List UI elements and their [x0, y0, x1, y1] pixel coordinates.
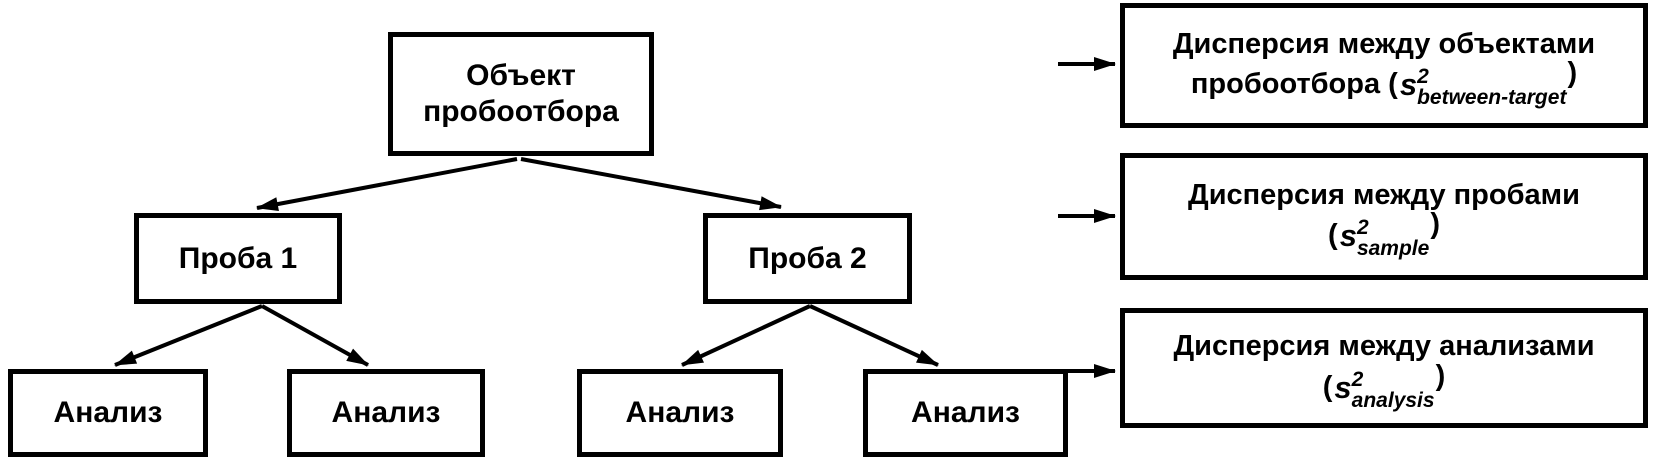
formula-superscript: 2 [1356, 216, 1369, 240]
analysis-box: Анализ [863, 369, 1068, 457]
formula-subscript: analysis [1351, 388, 1435, 412]
legend-between-target-text: Дисперсия между объектами [1172, 27, 1596, 60]
analysis-label: Анализ [911, 396, 1020, 429]
legend-box-between-target: Дисперсия между объектами пробоотбора (s… [1120, 3, 1648, 128]
analysis-box: Анализ [8, 369, 208, 457]
formula-superscript: 2 [1417, 65, 1429, 89]
formula-superscript: 2 [1351, 367, 1364, 391]
root-node-box: Объект пробоотбора [388, 32, 654, 156]
formula-subscript: between-target [1417, 86, 1567, 110]
arrow-sample1-to-analysis-1 [114, 304, 263, 367]
sample-2-box: Проба 2 [703, 213, 912, 304]
analysis-label: Анализ [625, 396, 735, 429]
legend-sample-text: Дисперсия между пробами [1188, 178, 1580, 211]
formula-close-paren: ) [1567, 57, 1578, 90]
analysis-label: Анализ [331, 396, 441, 429]
formula-prefix: пробоотбора ( [1190, 68, 1398, 101]
arrow-sample1-to-analysis-2 [261, 304, 369, 367]
arrow-sample2-to-analysis-3 [681, 304, 811, 367]
formula-prefix: ( [1322, 370, 1333, 403]
formula-s-symbol: s [1334, 369, 1352, 405]
formula-close-paren: ) [1430, 208, 1440, 241]
arrow-root-to-sample-2 [520, 157, 782, 211]
sample-1-box: Проба 1 [134, 213, 342, 304]
formula-s-symbol: s [1339, 218, 1357, 254]
arrow-root-to-sample-1 [256, 157, 518, 211]
analysis-label: Анализ [53, 396, 163, 429]
formula-s-symbol: s [1399, 67, 1418, 103]
sample-2-label: Проба 2 [748, 241, 867, 275]
analysis-box: Анализ [577, 369, 783, 457]
formula-subscript: sample [1356, 237, 1430, 261]
sample-1-label: Проба 1 [178, 241, 298, 275]
legend-analysis-text: Дисперсия между анализами [1173, 330, 1595, 363]
formula-close-paren: ) [1435, 359, 1446, 392]
root-node-label: Объект пробоотбора [423, 59, 619, 128]
arrow-sample2-to-analysis-4 [809, 304, 939, 367]
formula-prefix: ( [1328, 219, 1338, 252]
analysis-box: Анализ [287, 369, 485, 457]
